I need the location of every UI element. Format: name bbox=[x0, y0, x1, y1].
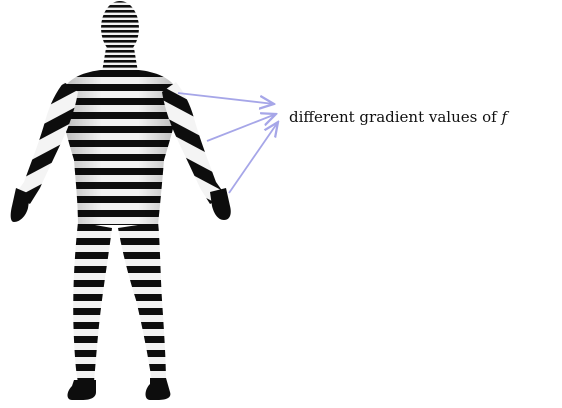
annotation-variable: f bbox=[501, 108, 507, 126]
head bbox=[101, 1, 139, 55]
right-arm bbox=[162, 82, 226, 204]
legs bbox=[73, 222, 166, 382]
right-leg bbox=[118, 222, 166, 382]
arrow-lower bbox=[229, 122, 278, 193]
left-hand bbox=[11, 188, 30, 222]
feet bbox=[68, 378, 171, 400]
left-foot bbox=[68, 380, 97, 400]
left-arm bbox=[14, 82, 78, 204]
annotation-text: different gradient values of bbox=[289, 108, 501, 126]
left-leg bbox=[73, 222, 112, 382]
right-hand bbox=[210, 188, 231, 220]
arrow-upper bbox=[178, 93, 274, 104]
annotation-label: different gradient values of f bbox=[289, 110, 507, 125]
arrow-middle bbox=[207, 114, 276, 141]
right-foot bbox=[146, 378, 171, 400]
